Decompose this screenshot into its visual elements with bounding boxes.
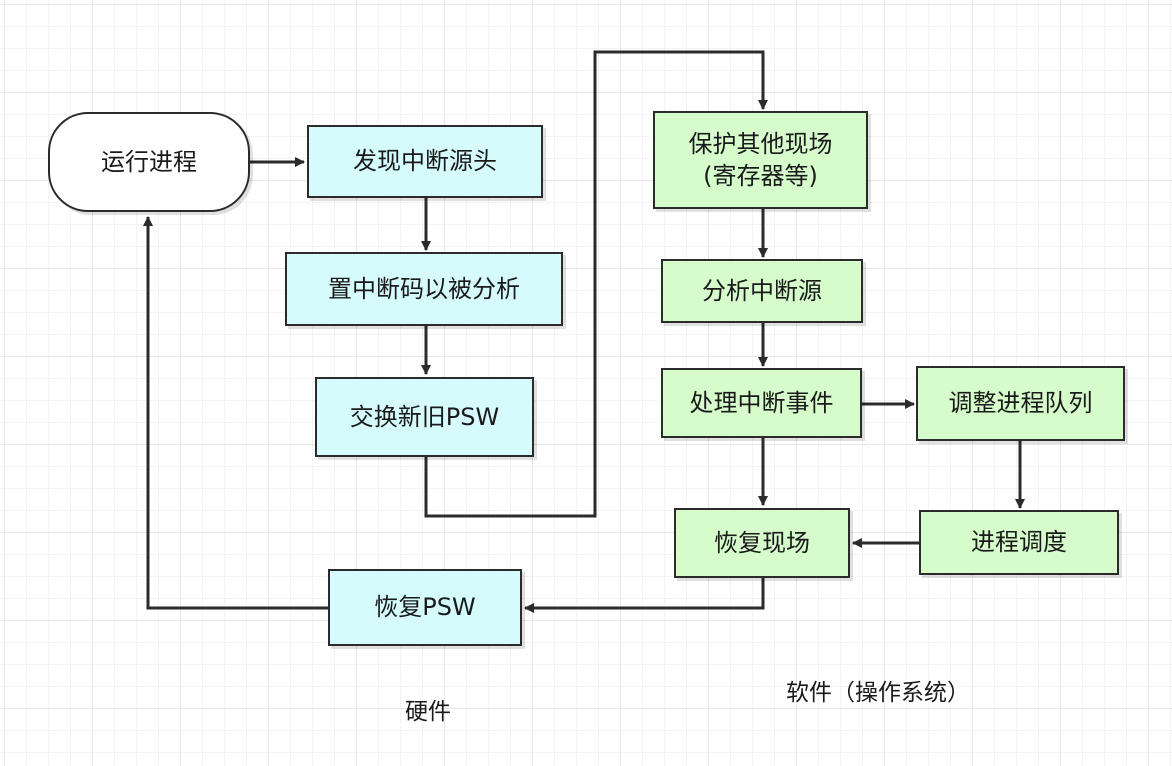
node-save-context-line2: (寄存器等) [703,162,818,190]
node-restore-context: 恢复现场 [674,508,850,578]
node-schedule-process: 进程调度 [919,510,1119,575]
label-hardware: 硬件 [405,699,451,725]
arrow-restore-psw-to-run [143,216,329,610]
node-handle-event: 处理中断事件 [661,368,862,438]
node-save-context: 保护其他现场 (寄存器等) [653,111,868,209]
node-analyze-source: 分析中断源 [661,259,863,323]
node-save-context-line1: 保护其他现场 [688,129,833,158]
node-running-process: 运行进程 [48,112,250,212]
node-find-interrupt-source: 发现中断源头 [307,125,543,198]
arrow-swap-to-save [424,50,768,518]
node-swap-psw: 交换新旧PSW [315,377,534,457]
label-software: 软件（操作系统） [786,680,970,706]
node-adjust-queue: 调整进程队列 [916,366,1125,441]
node-restore-psw: 恢复PSW [328,569,522,646]
arrow-restore-to-restore-psw [524,578,765,613]
node-set-interrupt-code: 置中断码以被分析 [285,252,563,326]
